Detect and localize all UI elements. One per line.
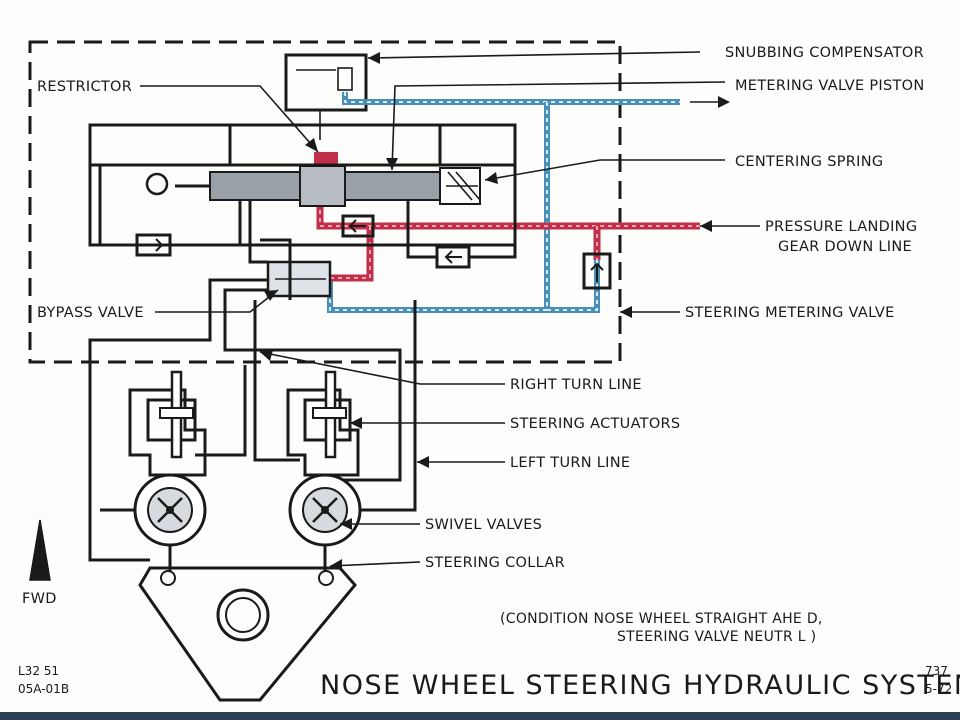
label-pressure-line-1: PRESSURE LANDING (765, 219, 917, 235)
metering-valve-body (88, 123, 517, 247)
check-valve-center (341, 214, 375, 238)
label-steering-metering-valve: STEERING METERING VALVE (685, 305, 895, 321)
steering-actuator-left (128, 370, 207, 477)
metering-valve-housing-outline (28, 40, 622, 364)
code-right-line-2: 5-72 (925, 682, 952, 696)
check-valve-vertical (582, 252, 612, 290)
bottom-bar (0, 712, 960, 720)
fwd-arrow-icon (29, 519, 51, 581)
label-centering-spring: CENTERING SPRING (735, 154, 883, 170)
label-bypass-valve: BYPASS VALVE (37, 305, 144, 321)
label-restrictor: RESTRICTOR (37, 79, 132, 95)
label-right-turn-line: RIGHT TURN LINE (510, 377, 642, 393)
label-pressure-line-2: GEAR DOWN LINE (778, 239, 912, 255)
leader-lines (140, 51, 760, 571)
diagram-title: NOSE WHEEL STEERING HYDRAULIC SYSTEM (320, 670, 960, 701)
snubbing-compensator (284, 53, 368, 140)
label-metering-valve-piston: METERING VALVE PISTON (735, 78, 924, 94)
turn-lines (88, 290, 417, 562)
label-left-turn-line: LEFT TURN LINE (510, 455, 630, 471)
label-fwd: FWD (22, 591, 57, 607)
check-valve-right (435, 245, 471, 269)
internal-passages (98, 165, 517, 300)
swivel-valve-left (133, 473, 207, 547)
condition-line-1: (CONDITION NOSE WHEEL STRAIGHT AHE D, (500, 611, 823, 627)
label-steering-collar: STEERING COLLAR (425, 555, 565, 571)
pressure-lines (314, 152, 700, 282)
code-right-line-1: 737 (925, 664, 948, 678)
code-left-line-1: L32 51 (18, 664, 59, 678)
label-swivel-valves: SWIVEL VALVES (425, 517, 542, 533)
condition-line-2: STEERING VALVE NEUTR L ) (617, 629, 816, 645)
steering-actuator-right (286, 370, 360, 477)
label-snubbing-compensator: SNUBBING COMPENSATOR (725, 45, 924, 61)
swivel-valve-right (288, 473, 362, 547)
label-steering-actuators: STEERING ACTUATORS (510, 416, 680, 432)
bypass-valve-body (266, 260, 332, 298)
centering-spring-box (439, 167, 481, 205)
code-left-line-2: 05A-01B (18, 682, 69, 696)
